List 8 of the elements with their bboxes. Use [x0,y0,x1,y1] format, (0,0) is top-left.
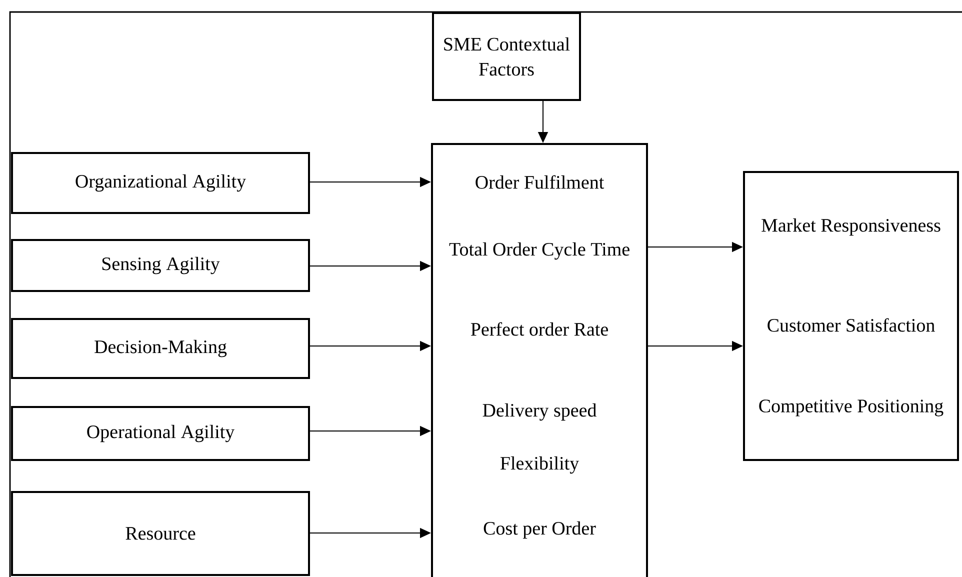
process-box: Market Responsiveness Customer Satisfaction Competitive Positioning [743,171,959,461]
factor-box: Decision-Making [11,318,310,379]
factor-box: Sensing Agility [11,239,310,292]
factor-box: Operational Agility [11,406,310,461]
process-box: Order Fulfilment Total Order Cycle Time Perfect order Rate Delivery speed Flexibility Cost per Order [431,143,648,577]
factor-box: Resource [11,491,310,576]
factor-box: Organizational Agility [11,152,310,214]
factor-box: SME Contextual Factors [432,12,581,101]
